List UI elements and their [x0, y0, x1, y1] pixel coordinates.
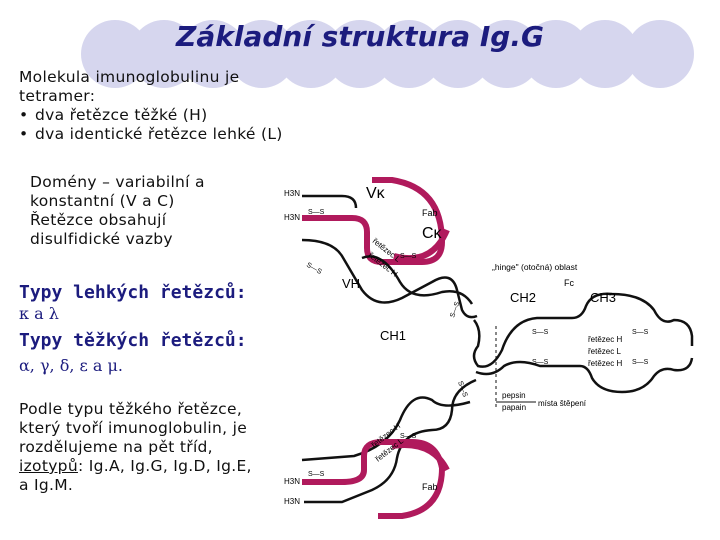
upper-heavy-chain-inner [361, 255, 474, 305]
fab-label: Fab [422, 482, 438, 492]
bullet-light: dva identické řetězce lehké (L) [19, 125, 283, 144]
ch2-domain-label: CH2 [510, 290, 536, 305]
light-chain-types-values: κ a λ [19, 304, 59, 323]
disulfide-bond-label: S—S [400, 253, 417, 260]
heavy-chain-label: řetězec H [588, 359, 622, 368]
ch1-domain-label: CH1 [380, 328, 406, 343]
decorative-circles [81, 20, 694, 88]
disulfide-bond-label: S—S [632, 359, 649, 366]
disulfide-bond-label: S—S [400, 433, 417, 440]
domains-line: disulfidické vazby [30, 230, 173, 248]
isotypes-classes: : Ig.A, Ig.G, Ig.D, Ig.E, [77, 457, 252, 475]
fc-heavy-chain-lower [475, 357, 694, 394]
hinge-label: „hinge" (otočná) oblast [492, 262, 578, 272]
heavy-chain-types-heading: Typy těžkých řetězců: [19, 330, 247, 351]
lower-heavy-chain [304, 378, 477, 504]
domains-line: Domény – variabilní a [30, 173, 205, 191]
vh-domain-label: VH [342, 276, 360, 291]
lower-light-chain [302, 439, 446, 519]
isotypes-line: Podle typu těžkého řetězce, [19, 400, 243, 418]
heavy-chain-types-values: α, γ, δ, ε a μ. [19, 356, 123, 375]
disulfide-bond-label: S—S [532, 359, 549, 366]
igg-structure-diagram: H3N H3N H3N H3N Vκ Cκ Fab VH CH1 CH2 CH3… [284, 177, 694, 519]
ck-domain-label: Cκ [422, 225, 443, 242]
fc-label: Fc [564, 278, 574, 288]
n-terminus-label: H3N [284, 497, 300, 506]
domains-line: konstantní (V a C) [30, 192, 175, 210]
isotypes-term: izotypů [19, 457, 78, 475]
fab-label: Fab [422, 208, 438, 218]
intro-line: Molekula imunoglobulinu je [19, 68, 240, 86]
upper-heavy-chain [301, 238, 478, 319]
isotypes-text: Podle typu těžkého řetězce, který tvoří … [19, 400, 252, 495]
n-terminus-label: H3N [284, 213, 300, 222]
intro-text: Molekula imunoglobulinu je tetramer: dva… [19, 68, 283, 144]
cleavage-sites-label: místa štěpení [538, 399, 587, 408]
heavy-chain-label: řetězec H [588, 335, 622, 344]
bullet-heavy: dva řetězce těžké (H) [19, 106, 283, 125]
fc-heavy-chain-upper [472, 292, 694, 368]
isotypes-line: izotypů: Ig.A, Ig.G, Ig.D, Ig.E, [19, 457, 252, 476]
isotypes-line: který tvoří imunoglobulin, je [19, 419, 248, 437]
lower-heavy-chain-inner [301, 396, 471, 462]
slide-title: Základní struktura Ig.G [176, 20, 544, 53]
light-chain-types-heading: Typy lehkých řetězců: [19, 282, 247, 303]
disulfide-bond-label: S—S [532, 329, 549, 336]
intro-line: tetramer: [19, 87, 96, 105]
lower-light-chain-loop [391, 442, 450, 472]
papain-label: papain [502, 403, 526, 412]
disulfide-bond-label: S—S [305, 262, 323, 276]
vk-domain-label: Vκ [366, 185, 386, 202]
disulfide-bond-label: S—S [449, 301, 461, 319]
light-chain-label: řetězec L [588, 347, 621, 356]
disulfide-bond-label: S—S [456, 380, 468, 398]
domains-text: Domény – variabilní a konstantní (V a C)… [30, 173, 205, 249]
n-terminus-label: H3N [284, 477, 300, 486]
upper-light-chain [302, 177, 446, 265]
ch3-domain-label: CH3 [590, 290, 616, 305]
upper-heavy-chain-start [302, 194, 358, 209]
disulfide-bond-label: S—S [308, 209, 325, 216]
isotypes-line: rozdělujeme na pět tříd, [19, 438, 213, 456]
n-terminus-label: H3N [284, 189, 300, 198]
disulfide-bond-label: S—S [632, 329, 649, 336]
upper-light-chain-loop [393, 228, 450, 262]
domains-line: Řetězce obsahují [30, 211, 167, 229]
pepsin-label: pepsin [502, 391, 526, 400]
isotypes-line: a Ig.M. [19, 476, 74, 494]
disulfide-bond-label: S—S [308, 471, 325, 478]
